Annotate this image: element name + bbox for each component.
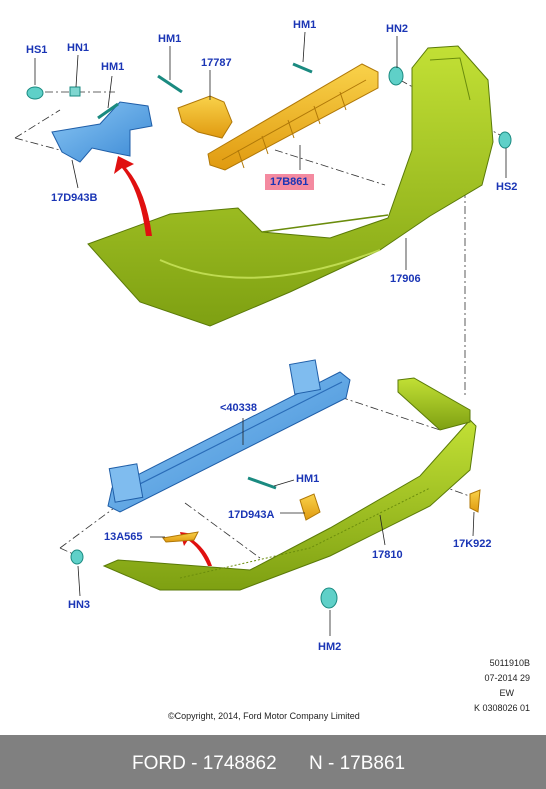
- copyright-text: ©Copyright, 2014, Ford Motor Company Lim…: [168, 711, 360, 721]
- energy-absorber: [207, 63, 379, 171]
- meta-line-4: K 0308026 01: [473, 703, 530, 713]
- label-17k922: 17K922: [453, 538, 492, 550]
- label-hm1-mid: HM1: [158, 33, 182, 45]
- label-hn1-top: HN1: [67, 42, 90, 54]
- lower-valance: [102, 377, 477, 591]
- meta-line-1: 5011910B: [489, 658, 530, 668]
- label-hm1-left: HM1: [101, 61, 125, 73]
- parts-diagram: [14, 31, 512, 636]
- meta-line-2: 07-2014 29: [484, 673, 530, 683]
- label-17787: 17787: [201, 57, 232, 69]
- bracket-17787: [177, 95, 233, 139]
- label-hs1: HS1: [26, 44, 48, 56]
- label-40338: <40338: [220, 402, 258, 414]
- footer-part-number: FORD - 1748862: [132, 753, 277, 774]
- reinforcement-beam: [107, 359, 351, 513]
- meta-line-3: EW: [499, 688, 515, 698]
- label-hn3: HN3: [68, 599, 91, 611]
- bracket-17d943b: [51, 101, 153, 163]
- label-17810: 17810: [372, 549, 403, 561]
- label-hm1-lower: HM1: [296, 473, 320, 485]
- footer-bar: FORD - 1748862 N - 17B861: [0, 735, 546, 789]
- direction-arrows: [114, 156, 212, 566]
- fasteners-top: [26, 62, 512, 149]
- label-17d943a: 17D943A: [228, 509, 275, 521]
- label-hm2: HM2: [318, 641, 342, 653]
- label-hs2: HS2: [496, 181, 518, 193]
- leader-lines: [34, 31, 507, 636]
- lower-parts: [70, 476, 481, 609]
- label-17d943b: 17D943B: [51, 192, 98, 204]
- rear-bumper-cover: [87, 45, 494, 327]
- label-hm1-right: HM1: [293, 19, 317, 31]
- label-13a565: 13A565: [104, 531, 143, 543]
- label-17b861: 17B861: [265, 174, 314, 190]
- footer-reference: N - 17B861: [309, 753, 406, 774]
- label-hn2: HN2: [386, 23, 409, 35]
- label-17906: 17906: [390, 273, 421, 285]
- meta-block: 5011910B 07-2014 29 EW K 0308026 01: [474, 657, 530, 714]
